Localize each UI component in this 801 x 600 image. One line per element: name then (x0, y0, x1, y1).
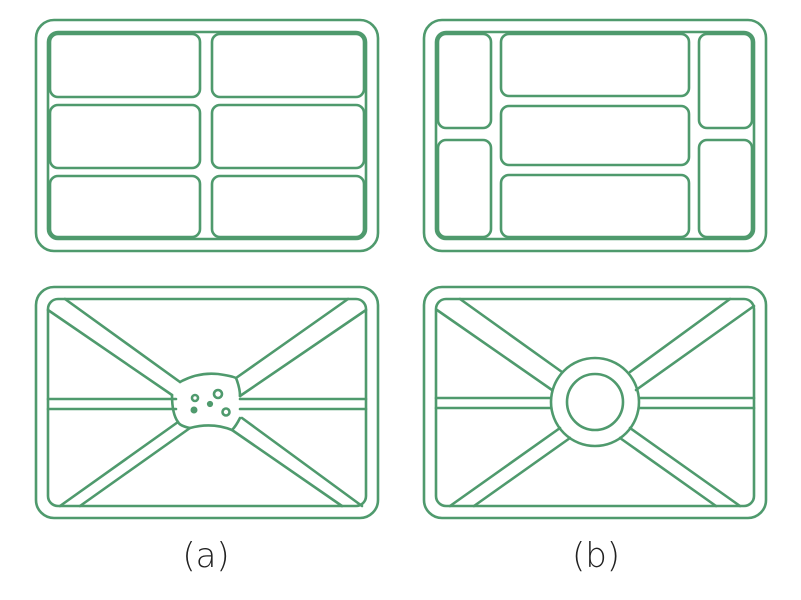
tray-a-top-outer-frame (34, 18, 380, 253)
rib (240, 416, 364, 508)
rib (435, 308, 554, 392)
cell (436, 138, 493, 239)
rib (63, 297, 182, 384)
rib (634, 304, 756, 392)
tray-a-bottom-inner-frame (46, 297, 368, 508)
hole (206, 400, 214, 408)
tray-b-top (422, 18, 768, 253)
central-hub (170, 372, 242, 432)
cell (499, 104, 691, 167)
rib (448, 426, 562, 508)
rib (628, 297, 732, 374)
center-ring-inner (565, 372, 625, 432)
tray-b-top-outer-frame (422, 18, 768, 253)
rib (238, 308, 368, 398)
hole (190, 406, 198, 414)
hole (221, 407, 231, 417)
cell (48, 32, 202, 99)
cell (499, 173, 691, 239)
cell (697, 32, 754, 130)
caption-b: (b) (571, 536, 621, 576)
rib (78, 426, 192, 508)
caption-a: (a) (182, 536, 230, 576)
hole (190, 393, 200, 403)
cell (210, 103, 366, 170)
rib (234, 297, 350, 380)
hole (212, 388, 224, 400)
tray-a-bottom-outer-frame (34, 285, 380, 520)
tray-b-top-inner-frame (434, 30, 756, 241)
cell (436, 32, 493, 130)
cell (48, 174, 202, 239)
tray-a-top-inner-frame (46, 30, 368, 241)
rib (628, 426, 742, 508)
cell (697, 138, 754, 239)
cell (48, 103, 202, 170)
tray-b-bottom-outer-frame (422, 285, 768, 520)
tray-a-top (34, 18, 380, 253)
rib (618, 436, 718, 508)
rib (58, 420, 180, 508)
cell (210, 32, 366, 99)
rib (458, 297, 564, 374)
tray-b-bottom (422, 285, 768, 520)
rib (46, 308, 174, 397)
tray-b-bottom-inner-frame (434, 297, 756, 508)
rib (472, 436, 572, 508)
tray-a-bottom (34, 285, 380, 520)
cell (210, 174, 366, 239)
cell (499, 32, 691, 98)
rib (230, 428, 344, 508)
center-ring-outer (549, 356, 641, 448)
